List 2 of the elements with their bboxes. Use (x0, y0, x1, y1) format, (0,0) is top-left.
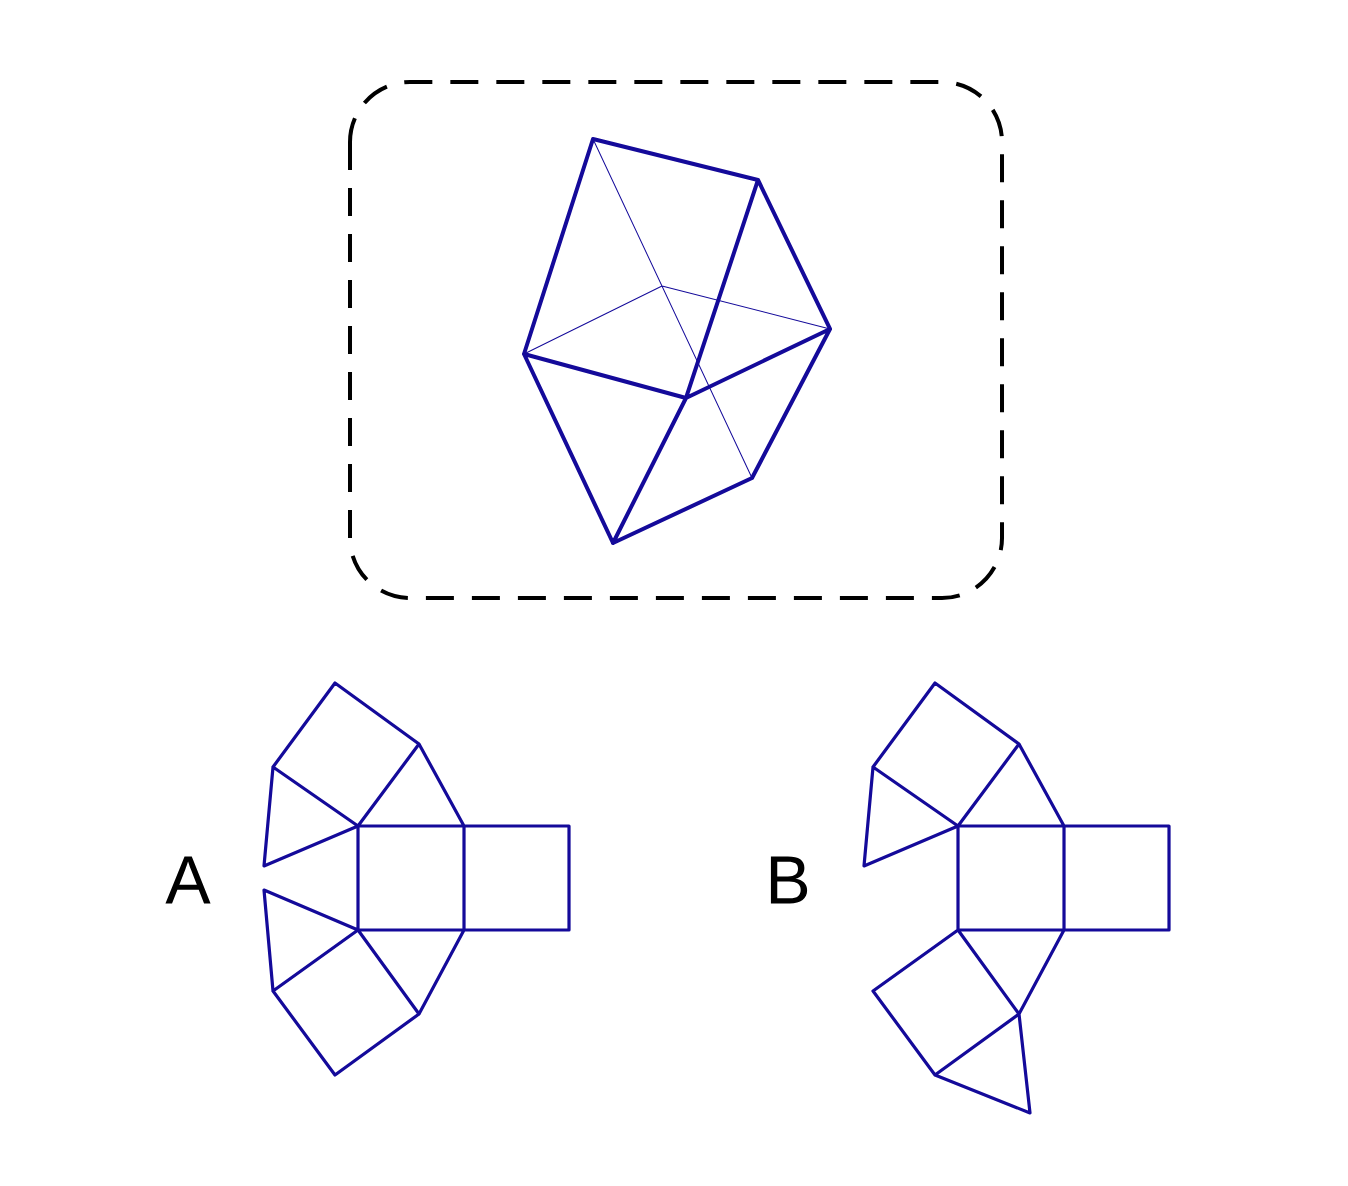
net-label: A (165, 856, 211, 904)
net-label: B (770, 856, 808, 904)
